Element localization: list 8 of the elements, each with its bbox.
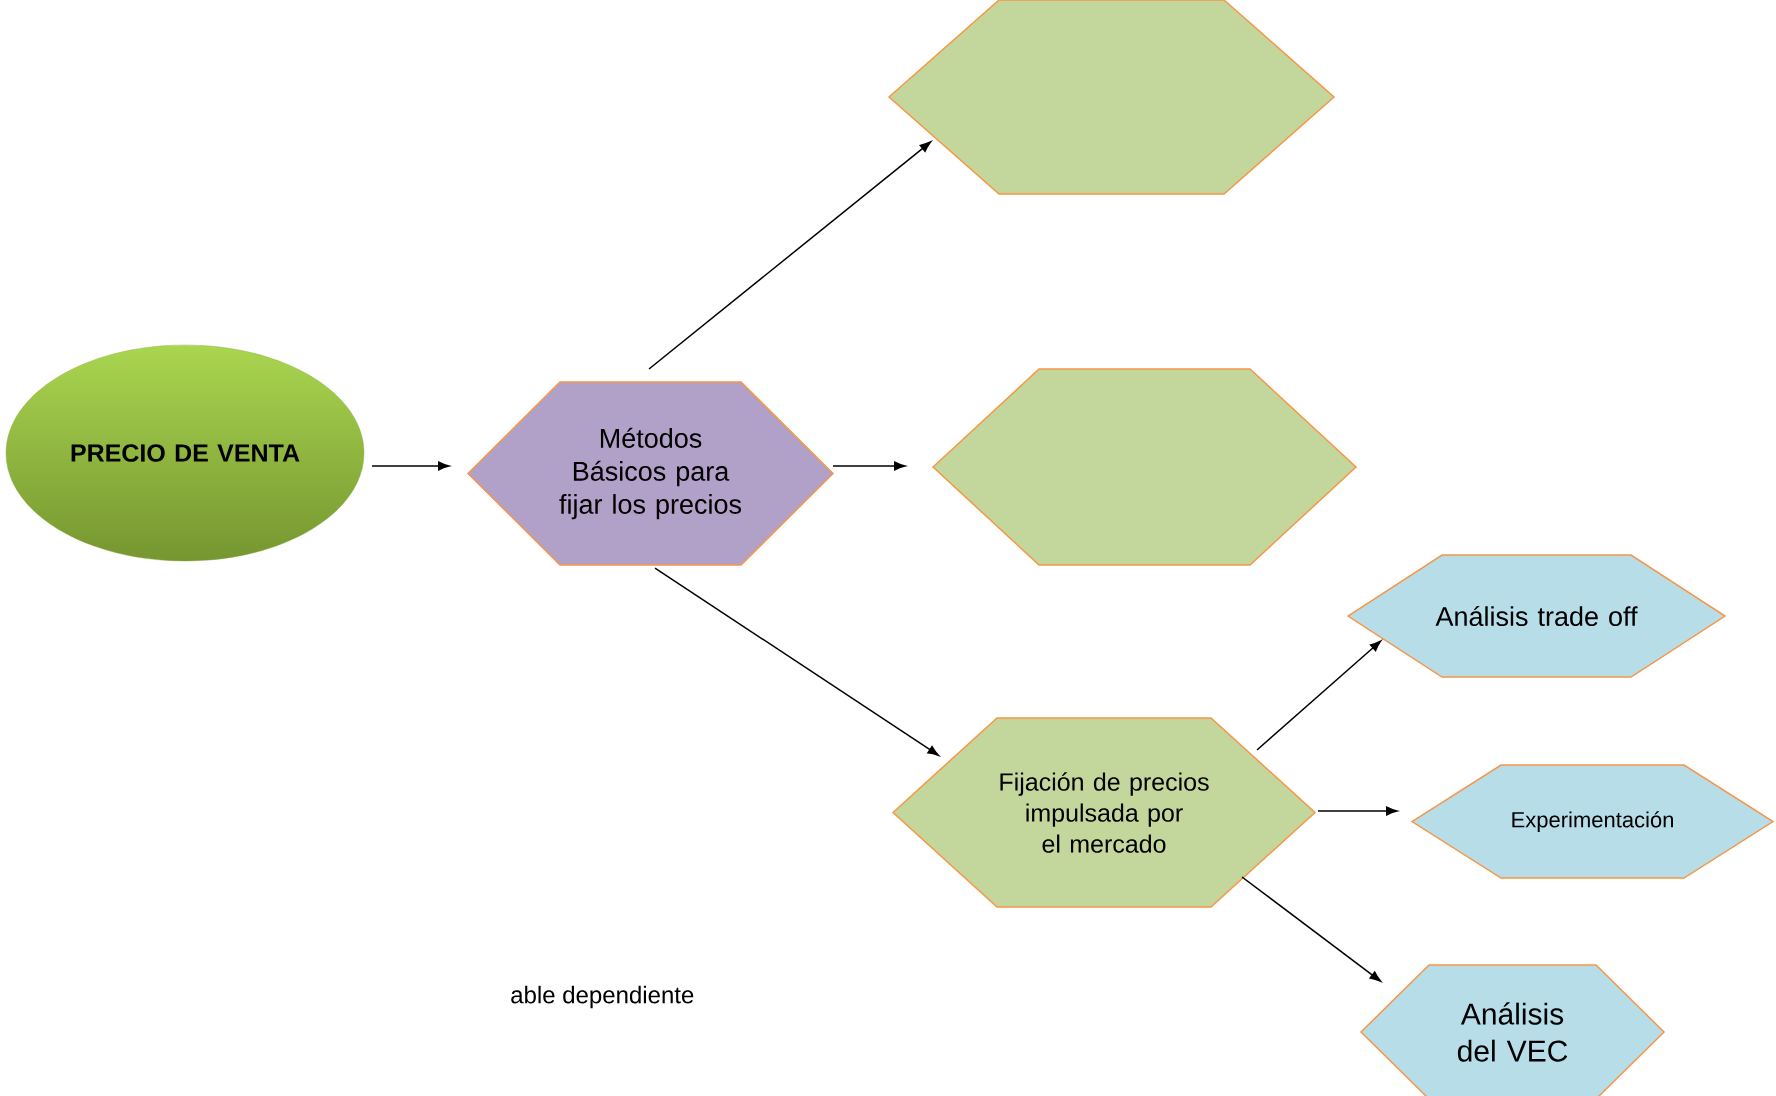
arrow	[1241, 876, 1382, 982]
arrow	[832, 461, 906, 471]
arrow	[1256, 640, 1382, 751]
note-text: able dependiente	[511, 985, 694, 1009]
arrow	[648, 141, 932, 370]
arrow	[371, 461, 450, 471]
arrow	[1317, 806, 1398, 816]
arrow	[654, 567, 940, 756]
